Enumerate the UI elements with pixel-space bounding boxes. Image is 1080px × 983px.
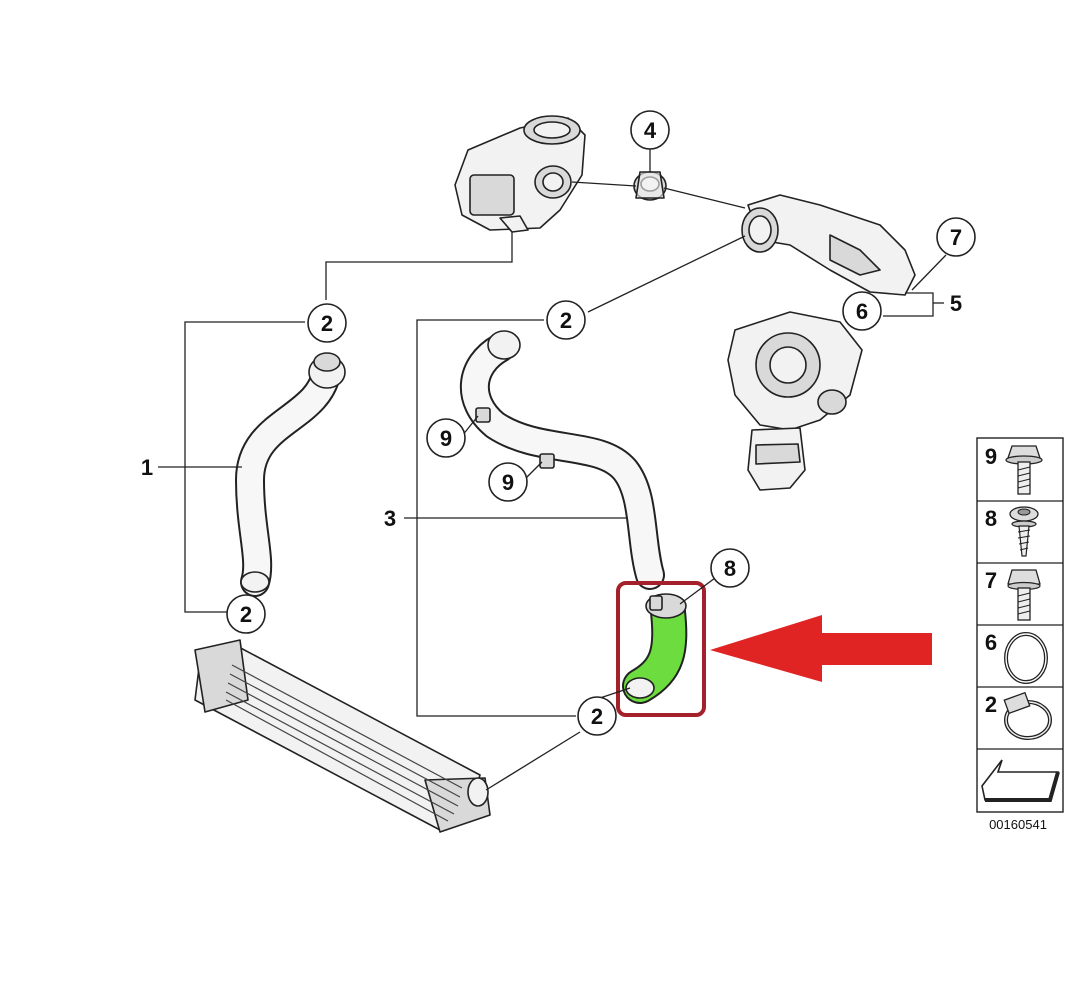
red-pointer-arrow [710,615,932,682]
callout-circle [630,110,670,150]
highlight-box [616,581,706,717]
legend-number-7: 7 [985,568,997,593]
callout-number: 2 [560,308,572,333]
legend-number-6: 6 [985,630,997,655]
callout-number: 2 [240,602,252,627]
o-ring-icon [1004,632,1048,684]
callout-c2b: 2 [546,300,586,340]
callout-c6: 6 [842,291,882,331]
reference-number: 00160541 [989,817,1047,832]
legend-panel: 9 8 7 6 2 [976,437,1064,813]
callout-c2c: 2 [226,594,266,634]
connector-part-4-drawing [633,171,667,201]
callout-c2a: 2 [307,303,347,343]
callout-c8: 8 [710,548,750,588]
callout-circle [546,300,586,340]
callout-circle [488,462,528,502]
callout-number: 8 [724,556,736,581]
callout-number: 7 [950,225,962,250]
callout-circle [307,303,347,343]
highlighted-hose-drawing [622,593,688,704]
flange-bolt-icon [1005,445,1043,495]
hex-bolt-icon [1007,569,1041,621]
legend-number-9: 9 [985,444,997,469]
label-1: 1 [141,455,153,480]
callout-circle [426,418,466,458]
callout-number: 4 [644,118,657,143]
throttle-body-drawing [454,115,586,233]
intercooler-drawing [194,639,491,833]
label-5: 5 [950,291,962,316]
callout-number: 2 [321,311,333,336]
callout-number: 9 [502,470,514,495]
label-3: 3 [384,506,396,531]
hose-3-drawing [459,330,665,590]
callout-circle [577,696,617,736]
callout-circle [226,594,266,634]
callout-number: 2 [591,704,603,729]
callout-c9a: 9 [426,418,466,458]
legend-number-2: 2 [985,692,997,717]
callout-c2d: 2 [577,696,617,736]
callout-number: 6 [856,299,868,324]
callout-circle [936,217,976,257]
intake-pipe-drawing [741,194,916,296]
leader-lines [158,148,947,791]
callout-c9b: 9 [488,462,528,502]
callout-circle [842,291,882,331]
direction-arrow-icon [981,759,1060,802]
callout-circle [710,548,750,588]
callout-c7: 7 [936,217,976,257]
turbocharger-drawing [727,311,863,491]
callout-labels: 4 7 6 2 2 2 2 9 9 8 [226,110,976,736]
callout-c4: 4 [630,110,670,150]
callout-number: 9 [440,426,452,451]
hose-1-drawing [235,352,346,597]
washer-screw-icon [1009,506,1039,557]
hose-clamp-icon [1003,691,1052,740]
legend-number-8: 8 [985,506,997,531]
